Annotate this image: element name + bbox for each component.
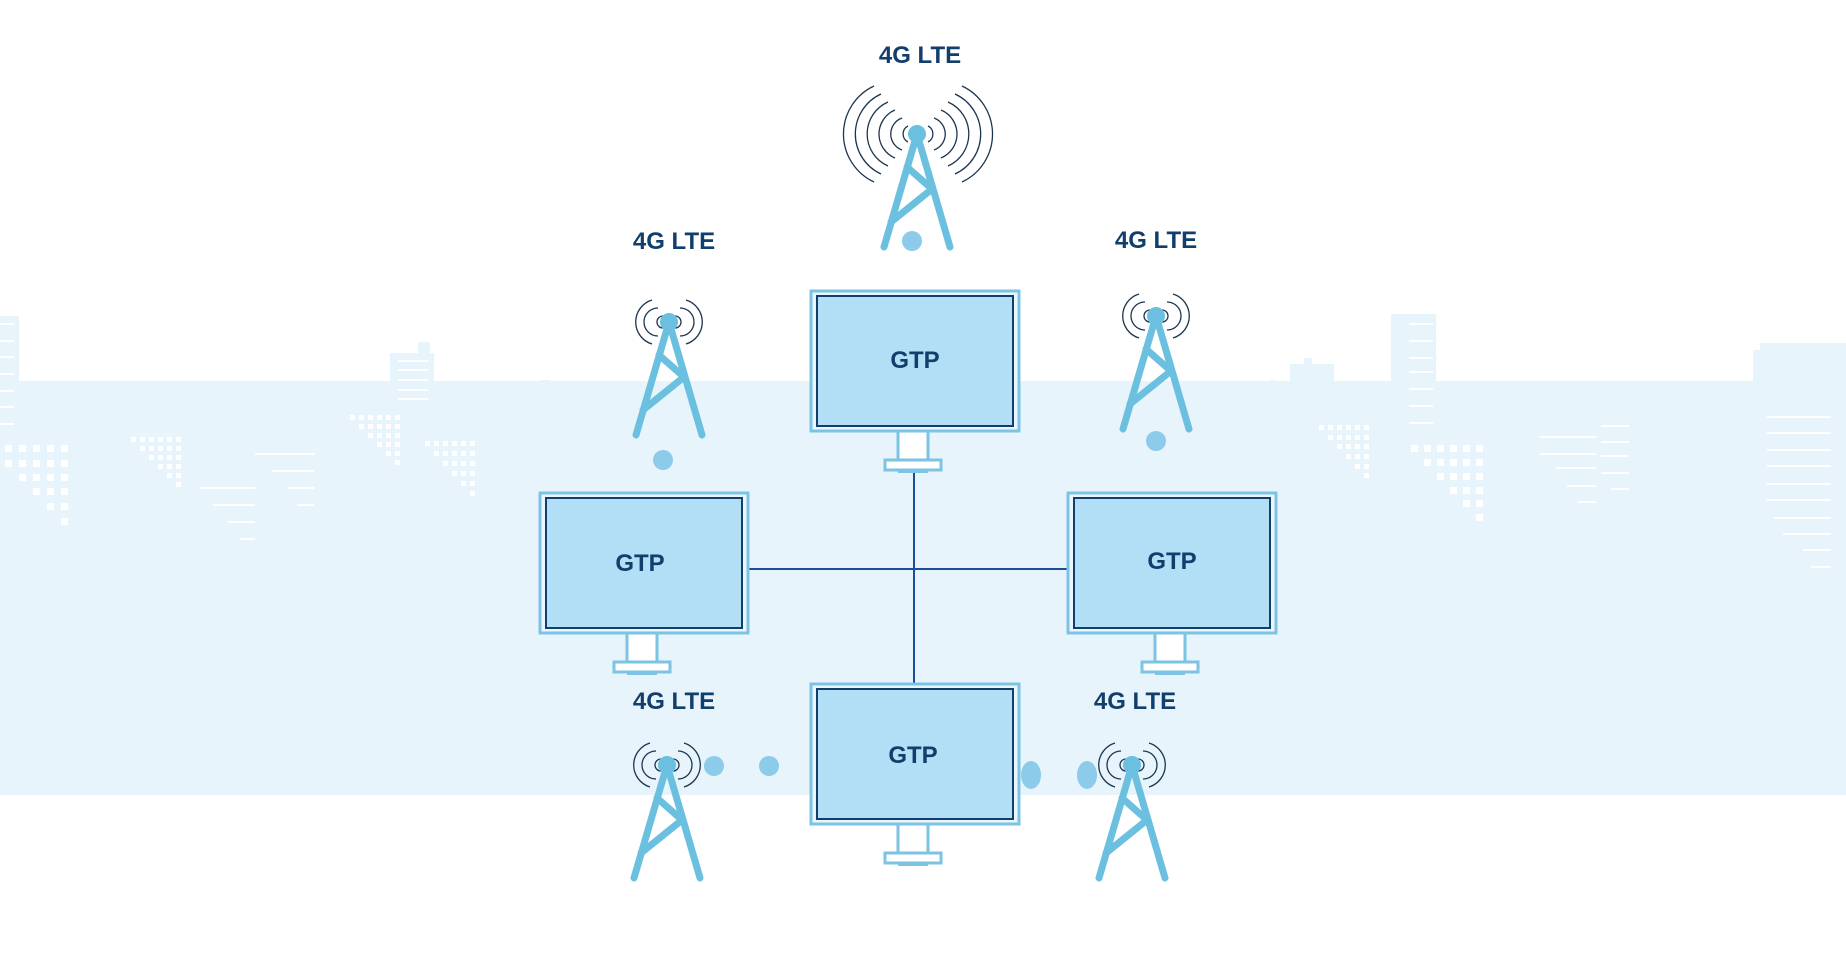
gtp-label: GTP: [890, 347, 939, 374]
gtp-label: GTP: [888, 742, 937, 769]
window-grid-left-2: [131, 437, 181, 487]
data-dot: [1146, 431, 1166, 451]
cell-tower-icon: [1099, 756, 1165, 878]
window-grid-right: [1319, 425, 1369, 478]
window-grid-left: [5, 445, 68, 525]
gtp-monitor-left[interactable]: GTP: [538, 491, 750, 677]
tower-label: 4G LTE: [633, 688, 715, 715]
data-dot: [1077, 761, 1097, 789]
data-dot: [902, 231, 922, 251]
skyline-windows: [0, 323, 1831, 568]
gtp-monitor-right[interactable]: GTP: [1066, 491, 1278, 677]
tower-label: 4G LTE: [1094, 688, 1176, 715]
data-dot: [759, 756, 779, 776]
tower-lower-left[interactable]: 4G LTE: [633, 688, 715, 878]
cell-tower-icon: [634, 756, 700, 878]
tower-lower-right[interactable]: 4G LTE: [1094, 688, 1176, 878]
gtp-label: GTP: [615, 550, 664, 577]
signal-waves-icon: [842, 85, 994, 183]
gtp-monitor-bottom[interactable]: GTP: [809, 682, 1021, 868]
tower-label: 4G LTE: [879, 42, 961, 69]
tower-upper-right[interactable]: 4G LTE: [1115, 227, 1197, 429]
cell-tower-icon: [1123, 307, 1189, 429]
data-dot: [704, 756, 724, 776]
tower-top[interactable]: 4G LTE: [842, 42, 994, 247]
connections: [748, 470, 1068, 684]
cell-tower-icon: [636, 313, 702, 435]
window-grid-left-4: [425, 441, 475, 496]
signal-waves-icon: [1098, 742, 1166, 788]
data-flow-dots: [653, 231, 1166, 789]
gtp-monitor-top[interactable]: GTP: [809, 289, 1021, 475]
signal-waves-icon: [635, 299, 703, 345]
tower-upper-left[interactable]: 4G LTE: [633, 228, 715, 435]
tower-label: 4G LTE: [1115, 227, 1197, 254]
gtp-label: GTP: [1147, 548, 1196, 575]
cell-tower-icon: [884, 125, 950, 247]
signal-waves-icon: [633, 742, 701, 788]
window-grid-right-2: [1411, 445, 1483, 521]
signal-waves-icon: [1122, 293, 1190, 339]
tower-label: 4G LTE: [633, 228, 715, 255]
data-dot: [653, 450, 673, 470]
data-dot: [1021, 761, 1041, 789]
window-grid-left-3: [350, 415, 400, 465]
